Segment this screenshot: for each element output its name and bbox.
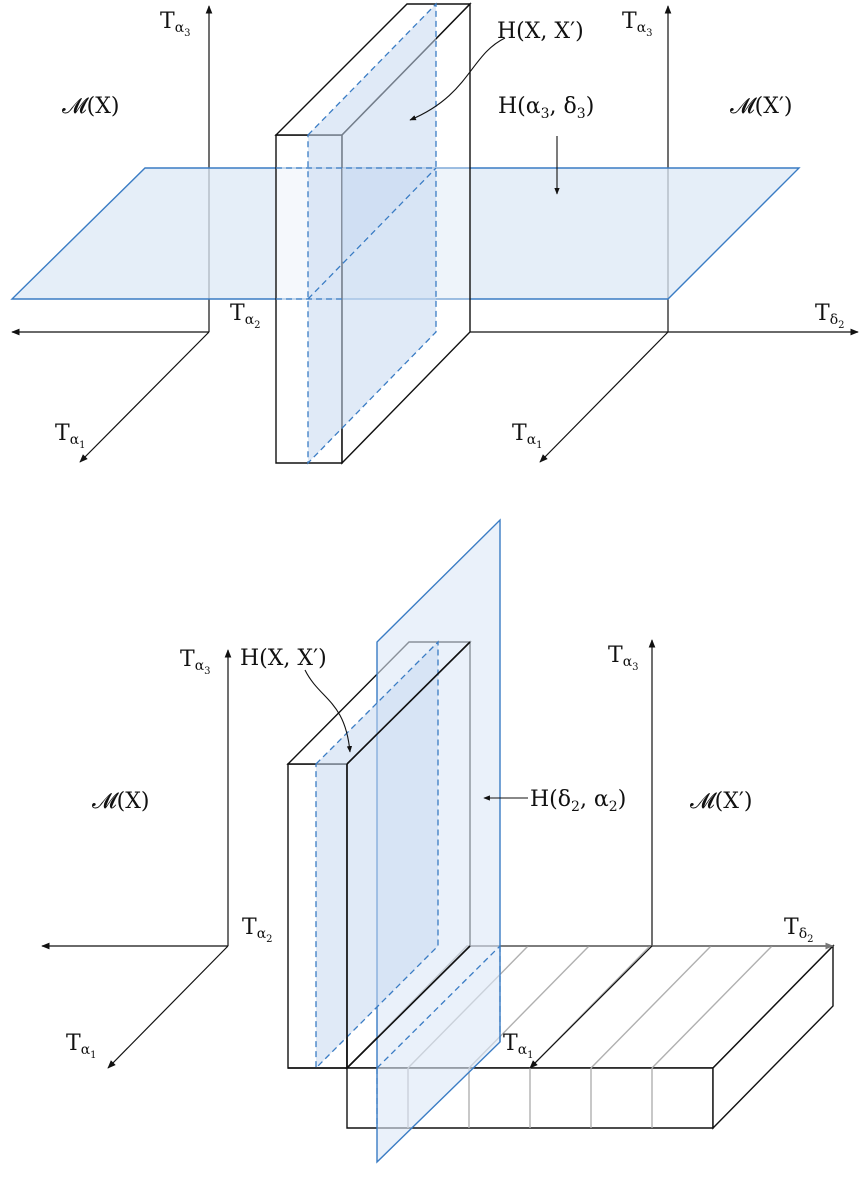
bottom-label-h-plane: H(δ2, α2) <box>530 787 626 815</box>
top-right-front-axis <box>539 331 669 463</box>
top-label-h-plane: H(α3, δ3) <box>498 94 594 122</box>
bottom-left-front-axis <box>107 945 229 1069</box>
bottom-label-m-x: 𝓜(X) <box>92 789 149 814</box>
bottom-h-xx-callout <box>304 669 353 753</box>
bottom-label-h-x-xprime: H(X, X′) <box>240 646 327 671</box>
top-left-front-axis <box>79 331 210 463</box>
bottom-right-front-axis <box>529 945 653 1069</box>
top-h-xx-callout <box>409 37 506 121</box>
top-axis-left-side-label: Tα2 <box>230 301 261 331</box>
bottom-label-m-xprime: 𝓜(X′) <box>690 789 752 814</box>
top-label-h-x-xprime: H(X, X′) <box>497 19 584 44</box>
top-panel: 𝓜(X) 𝓜(X′) H(X, X′) H(α3, δ3) Tα3 Tα2 Tα… <box>10 2 859 465</box>
bottom-axis-left-side-label: Tα2 <box>242 915 273 945</box>
bottom-axis-right-side-label: Tδ2 <box>784 915 814 945</box>
top-axis-right-front-label: Tα1 <box>512 421 543 451</box>
top-axis-right-up-label: Tα3 <box>622 9 653 39</box>
bottom-panel: 𝓜(X) 𝓜(X′) H(X, X′) H(δ2, α2) Tα3 Tα2 Tα… <box>41 518 835 1164</box>
top-axis-left-front-label: Tα1 <box>55 421 86 451</box>
top-axis-right-side-label: Tδ2 <box>815 301 845 331</box>
bottom-axis-right-up-label: Tα3 <box>608 643 639 673</box>
bottom-axis-left-up-label: Tα3 <box>180 647 211 677</box>
top-label-m-x: 𝓜(X) <box>62 94 119 119</box>
bottom-axis-right-front-label: Tα1 <box>503 1031 534 1061</box>
top-label-m-xprime: 𝓜(X′) <box>730 94 792 119</box>
bottom-axis-left-front-label: Tα1 <box>66 1031 97 1061</box>
top-axis-left-up-label: Tα3 <box>160 9 191 39</box>
